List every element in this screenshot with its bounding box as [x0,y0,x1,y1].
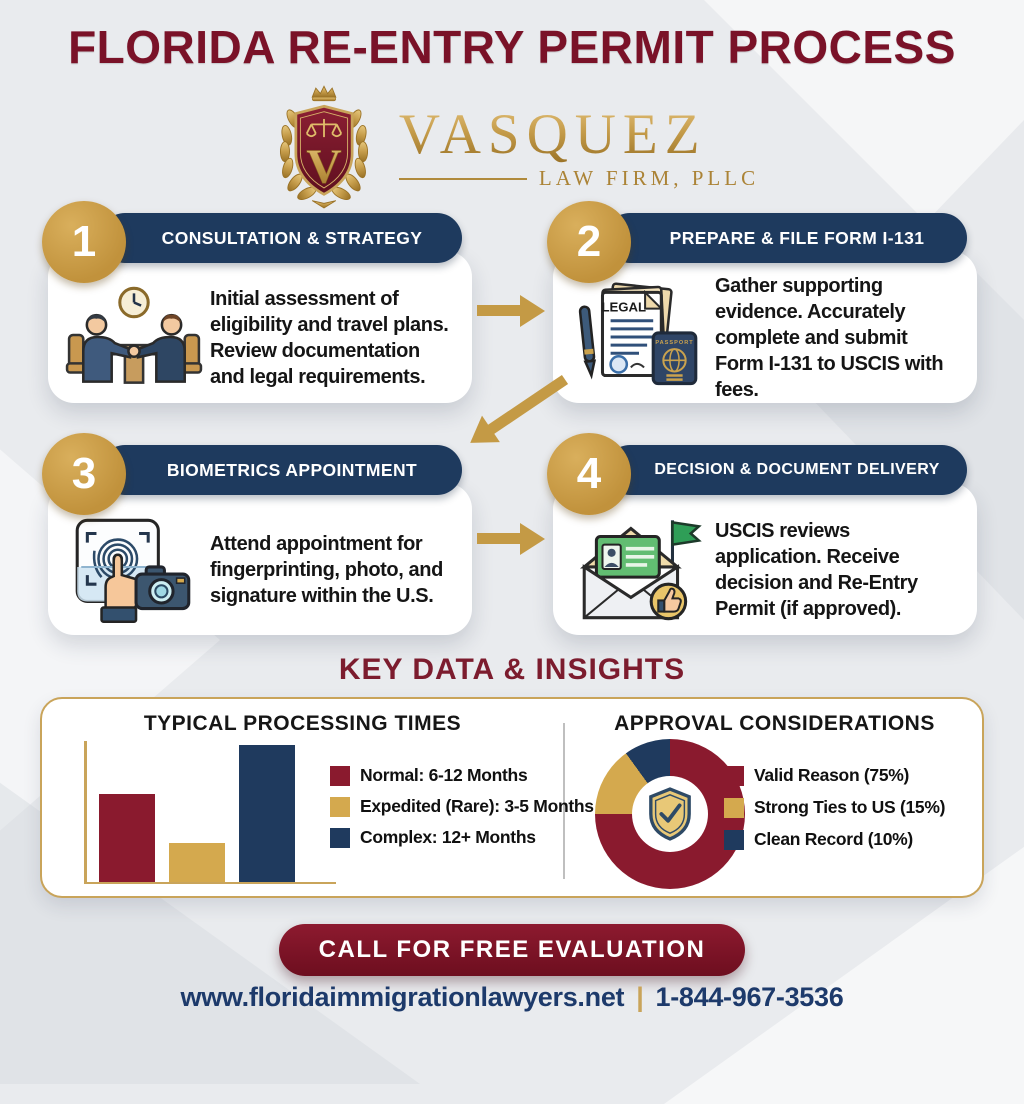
logo-subtitle: LAW FIRM, PLLC [538,166,760,191]
x-axis [84,881,336,884]
legend-item: Complex: 12+ Months [330,827,594,848]
legend-label-normal: Normal: 6-12 Months [360,765,528,785]
legend-swatch-expedited [330,796,350,817]
insights-heading: KEY DATA & INSIGHTS [338,653,686,686]
y-axis [84,741,87,884]
shield-check-icon [649,787,691,841]
donut-center [632,776,708,852]
step-1-title: CONSULTATION & STRATEGY [100,213,462,263]
law-firm-logo: V VASQUEZ LAW FIRM, PLLC [0,84,1024,212]
website-link[interactable]: www.floridaimmigrationlawyers.net [180,982,625,1012]
legal-document-passport-icon: LEGAL P [563,282,715,394]
step-4-title: DECISION & DOCUMENT DELIVERY [605,445,967,495]
bar-complex [239,744,295,882]
consultation-handshake-icon [58,282,210,394]
legend-swatch-clean-record [724,829,744,850]
legend-item: Normal: 6-12 Months [330,765,594,786]
step-3-number-badge: 3 [42,433,126,515]
logo-wordmark: VASQUEZ LAW FIRM, PLLC [398,104,760,192]
call-for-free-evaluation-button[interactable]: CALL FOR FREE EVALUATION [279,924,745,976]
footer-separator: | [636,982,644,1012]
legend-label-valid-reason: Valid Reason (75%) [754,765,910,785]
key-data-panel: TYPICAL PROCESSING TIMES APPROVAL CONSID… [40,697,984,898]
step-4-description: USCIS reviews application. Receive decis… [715,520,918,620]
legend-item: Strong Ties to US (15%) [724,797,945,818]
step-1-description: Initial assessment of eligibility and tr… [210,288,449,388]
step-1-number-badge: 1 [42,201,126,283]
step-2-prepare-file: LEGAL P [547,201,977,405]
legend-swatch-valid-reason [724,765,744,786]
step-2-description: Gather supporting evidence. Accurately c… [715,275,944,401]
legend-item: Expedited (Rare): 3-5 Months [330,796,594,817]
legend-swatch-strong-ties [724,797,744,818]
legend-label-expedited: Expedited (Rare): 3-5 Months [360,796,594,816]
step-1-consultation: Initial assessment of eligibility and tr… [42,201,472,405]
legend-item: Clean Record (10%) [724,829,945,850]
step-3-biometrics: Attend appointment for fingerprinting, p… [42,433,472,637]
logo-monogram: V [306,138,341,193]
laurel-crown-shield-scales-icon: V [279,85,368,209]
pie-chart-legend: Valid Reason (75%) Strong Ties to US (15… [724,765,945,850]
legend-label-strong-ties: Strong Ties to US (15%) [754,797,946,817]
envelope-permit-thumbsup-icon [563,514,715,626]
legend-label-complex: Complex: 12+ Months [360,827,536,847]
processing-times-bar-chart [84,737,336,884]
pie-chart-title: APPROVAL CONSIDERATIONS [614,712,935,735]
bar-normal [99,793,155,882]
step-3-title: BIOMETRICS APPOINTMENT [100,445,462,495]
fingerprint-camera-icon [58,514,210,626]
bar-chart-legend: Normal: 6-12 Months Expedited (Rare): 3-… [330,765,594,848]
step-3-card: Attend appointment for fingerprinting, p… [48,483,472,635]
legend-swatch-normal [330,765,350,786]
phone-link[interactable]: 1-844-967-3536 [655,982,844,1012]
bar-chart-title: TYPICAL PROCESSING TIMES [143,712,462,735]
footer-contact: www.floridaimmigrationlawyers.net | 1-84… [0,982,1024,1013]
legal-label: LEGAL [601,300,646,315]
step-2-title: PREPARE & FILE FORM I-131 [605,213,967,263]
panel-divider [563,723,565,879]
page-title: FLORIDA RE-ENTRY PERMIT PROCESS [68,21,956,73]
step-3-description: Attend appointment for fingerprinting, p… [210,533,443,607]
arrow-step1-to-step2 [477,305,521,316]
step-2-number-badge: 2 [547,201,631,283]
step-1-card: Initial assessment of eligibility and tr… [48,251,472,403]
step-4-decision: USCIS reviews application. Receive decis… [547,433,977,637]
passport-label: PASSPORT [655,340,693,346]
step-2-card: LEGAL P [553,251,977,403]
approval-donut-chart [595,739,745,889]
legend-item: Valid Reason (75%) [724,765,945,786]
arrow-step3-to-step4 [477,533,521,544]
logo-name: VASQUEZ [399,104,759,165]
legend-label-clean-record: Clean Record (10%) [754,829,913,849]
legend-swatch-complex [330,827,350,848]
logo-rule [398,177,527,181]
step-4-number-badge: 4 [547,433,631,515]
bar-expedited [169,842,225,882]
step-4-card: USCIS reviews application. Receive decis… [553,483,977,635]
